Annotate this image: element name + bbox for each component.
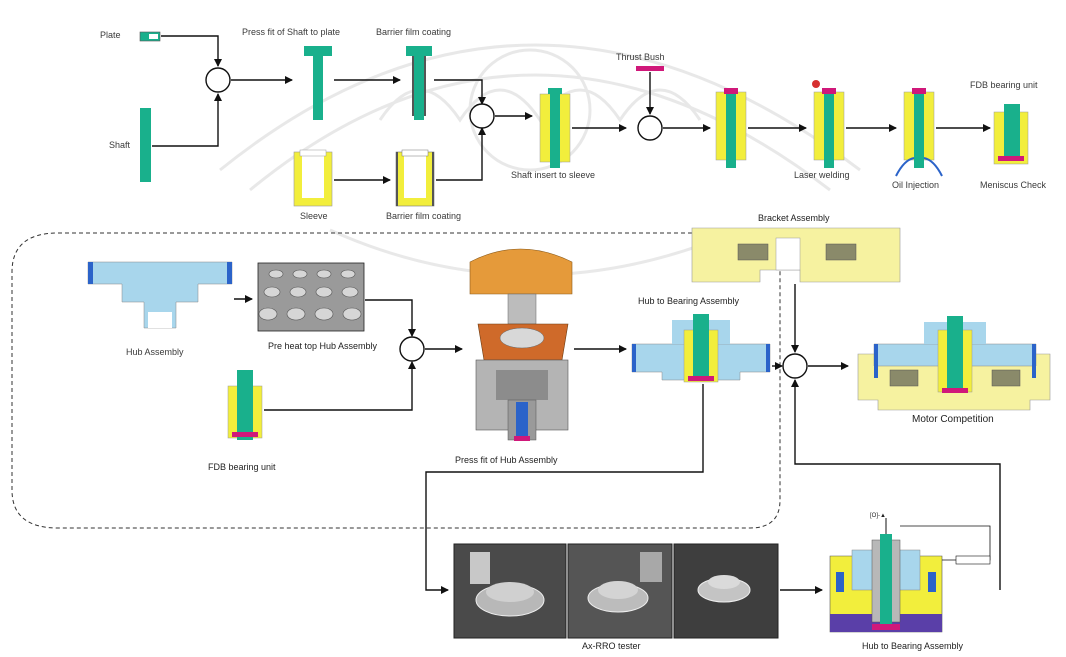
oil-flow-left: [896, 158, 914, 176]
fdb-unit-mid: [228, 370, 262, 440]
weld-spot: [812, 80, 820, 88]
preheat-photo: [258, 263, 364, 331]
sleeve-part: [294, 150, 332, 206]
hub-assembly-part: [88, 262, 232, 328]
junction-2: [470, 104, 494, 128]
shaft-part: [140, 108, 151, 182]
ax-rro-photo-strip: [454, 544, 778, 638]
thrust-bush-part: [636, 66, 664, 71]
label-motor-completion: Motor Competition: [912, 414, 994, 425]
label-bracket-assembly: Bracket Assembly: [758, 213, 830, 223]
label-meniscus-check: Meniscus Check: [980, 180, 1046, 190]
label-press-fit-shaft-plate: Press fit of Shaft to plate: [242, 27, 340, 37]
junction-4: [400, 337, 424, 361]
label-sleeve: Sleeve: [300, 211, 328, 221]
label-hub-to-bearing-bottom: Hub to Bearing Assembly: [862, 641, 963, 651]
label-plate: Plate: [100, 30, 121, 40]
label-ax-rro: Ax-RRO tester: [582, 641, 641, 651]
junction-1: [206, 68, 230, 92]
oil-flow-right: [924, 158, 942, 176]
label-preheat-hub: Pre heat top Hub Assembly: [268, 341, 377, 351]
bracket-assembly-part: [692, 228, 900, 282]
label-shaft-insert: Shaft insert to sleeve: [511, 170, 595, 180]
label-laser-welding: Laser welding: [794, 170, 850, 180]
label-hub-to-bearing: Hub to Bearing Assembly: [638, 296, 739, 306]
label-fdb-unit-top: FDB bearing unit: [970, 80, 1038, 90]
label-press-fit-hub: Press fit of Hub Assembly: [455, 455, 558, 465]
press-fit-apparatus: [470, 249, 572, 441]
label-shaft: Shaft: [109, 140, 130, 150]
junction-3: [638, 116, 662, 140]
label-thrust-bush: Thrust Bush: [616, 52, 665, 62]
motor-completion-part: [858, 316, 1050, 410]
hub-to-bearing-mid: [632, 314, 770, 382]
junction-5: [783, 354, 807, 378]
label-fdb-unit-mid: FDB bearing unit: [208, 462, 276, 472]
hub-to-bearing-fixture: [O]-▲: [830, 513, 990, 632]
label-barrier-film-1: Barrier film coating: [376, 27, 451, 37]
svg-text:[O]-▲: [O]-▲: [870, 513, 886, 519]
label-barrier-film-2: Barrier film coating: [386, 211, 461, 221]
label-hub-assembly: Hub Assembly: [126, 347, 184, 357]
label-oil-injection: Oil Injection: [892, 180, 939, 190]
